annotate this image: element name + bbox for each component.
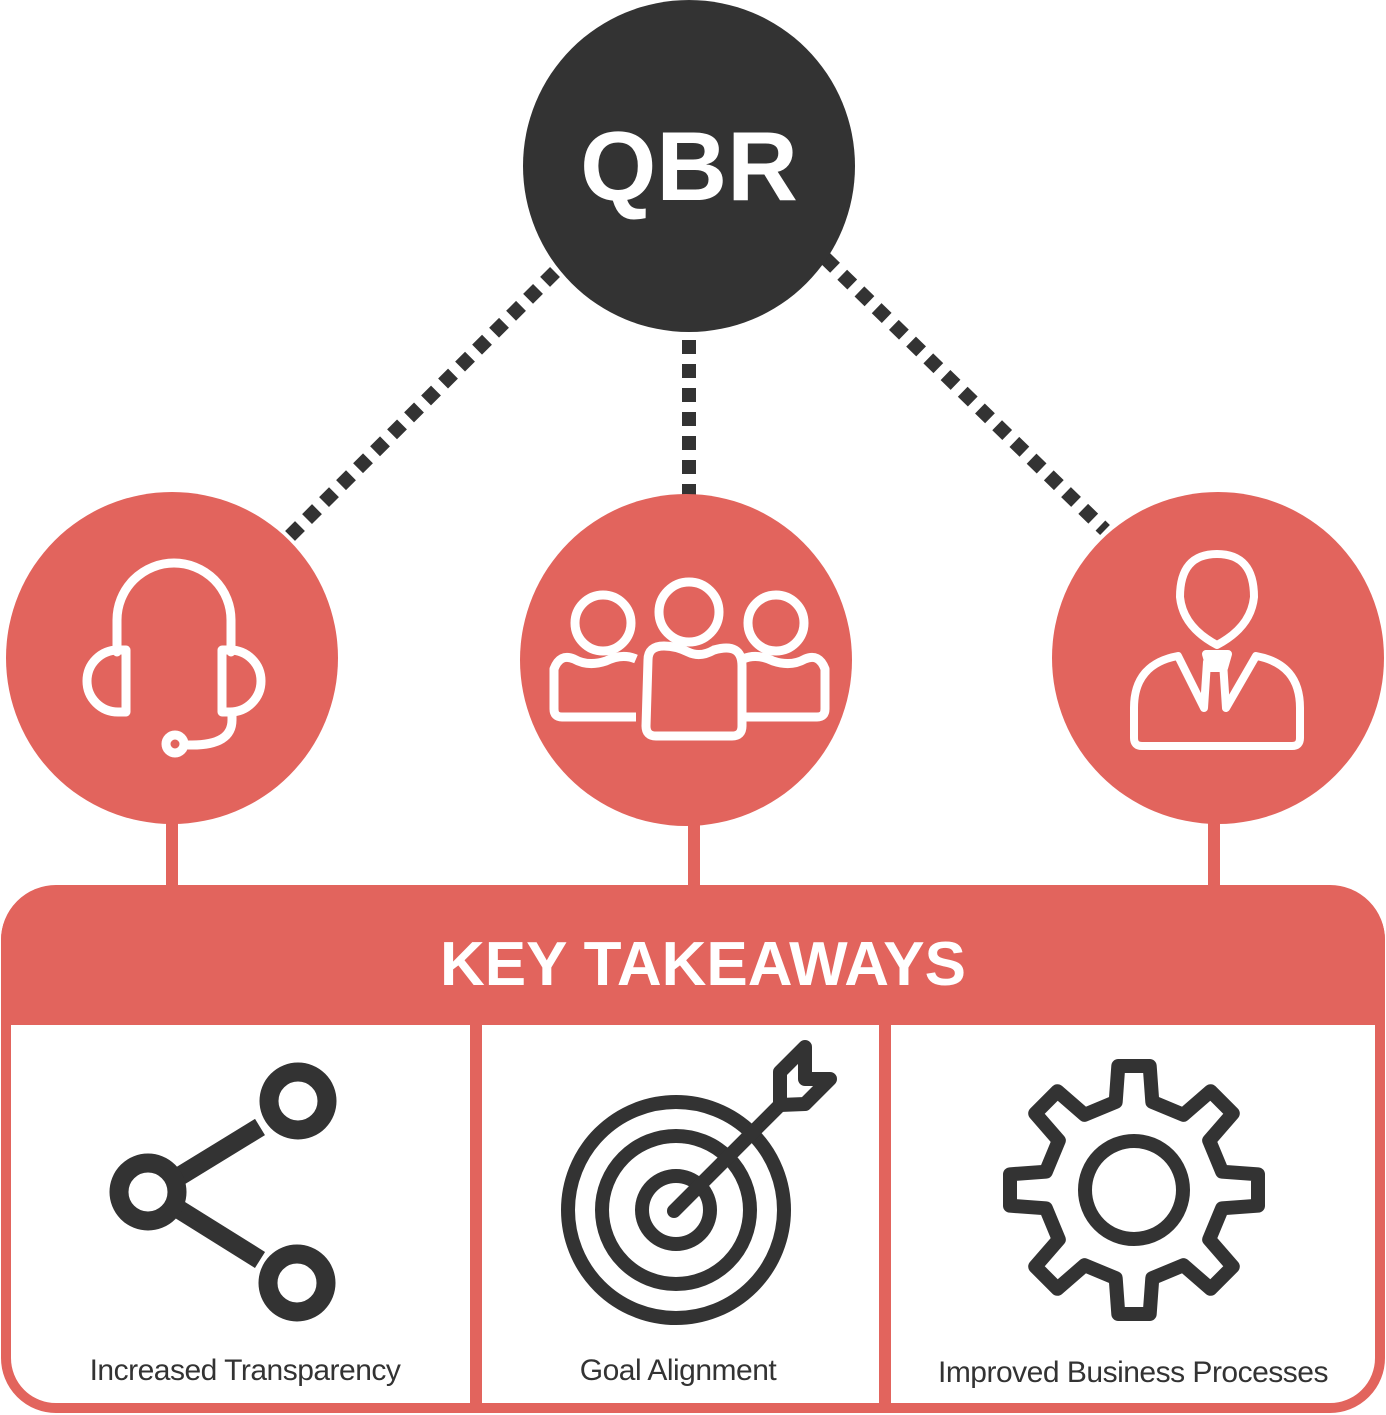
takeaway-label: Improved Business Processes	[938, 1356, 1328, 1389]
stakeholder-circle	[520, 494, 852, 826]
hub-circle	[523, 0, 855, 332]
banner-band	[1, 886, 1385, 1025]
stakeholder-circle	[6, 492, 338, 824]
target-icon	[561, 1040, 837, 1325]
group-icon	[549, 577, 830, 741]
stems	[166, 820, 1220, 892]
businessman-icon	[1130, 550, 1304, 750]
panel-divider-2	[879, 1020, 891, 1412]
hub-label: QBR	[580, 111, 798, 221]
panel-divider-1	[470, 1020, 482, 1412]
connector-right	[820, 252, 1110, 536]
takeaway-panel-business-processes: Improved Business Processes	[938, 1059, 1329, 1389]
hub-node: QBR	[523, 0, 855, 332]
takeaway-label: Increased Transparency	[90, 1354, 401, 1387]
stakeholder-node-executive	[1052, 492, 1384, 824]
takeaway-panel-transparency: Increased Transparency	[90, 1062, 401, 1387]
stakeholder-node-team	[520, 494, 852, 826]
headset-icon	[82, 558, 266, 758]
banner-title: KEY TAKEAWAYS	[440, 930, 966, 999]
connector-left	[283, 267, 560, 543]
stakeholder-node-support	[6, 492, 338, 824]
stem-center	[688, 820, 700, 892]
share-icon	[109, 1062, 337, 1322]
hub-connectors	[283, 252, 1110, 543]
takeaways-container: KEY TAKEAWAYS	[1, 885, 1385, 1413]
stem-right	[1208, 820, 1220, 892]
takeaway-panel-goal-alignment: Goal Alignment	[561, 1040, 837, 1387]
gear-icon	[1003, 1059, 1265, 1321]
stem-left	[166, 820, 178, 892]
takeaway-label: Goal Alignment	[580, 1354, 778, 1387]
